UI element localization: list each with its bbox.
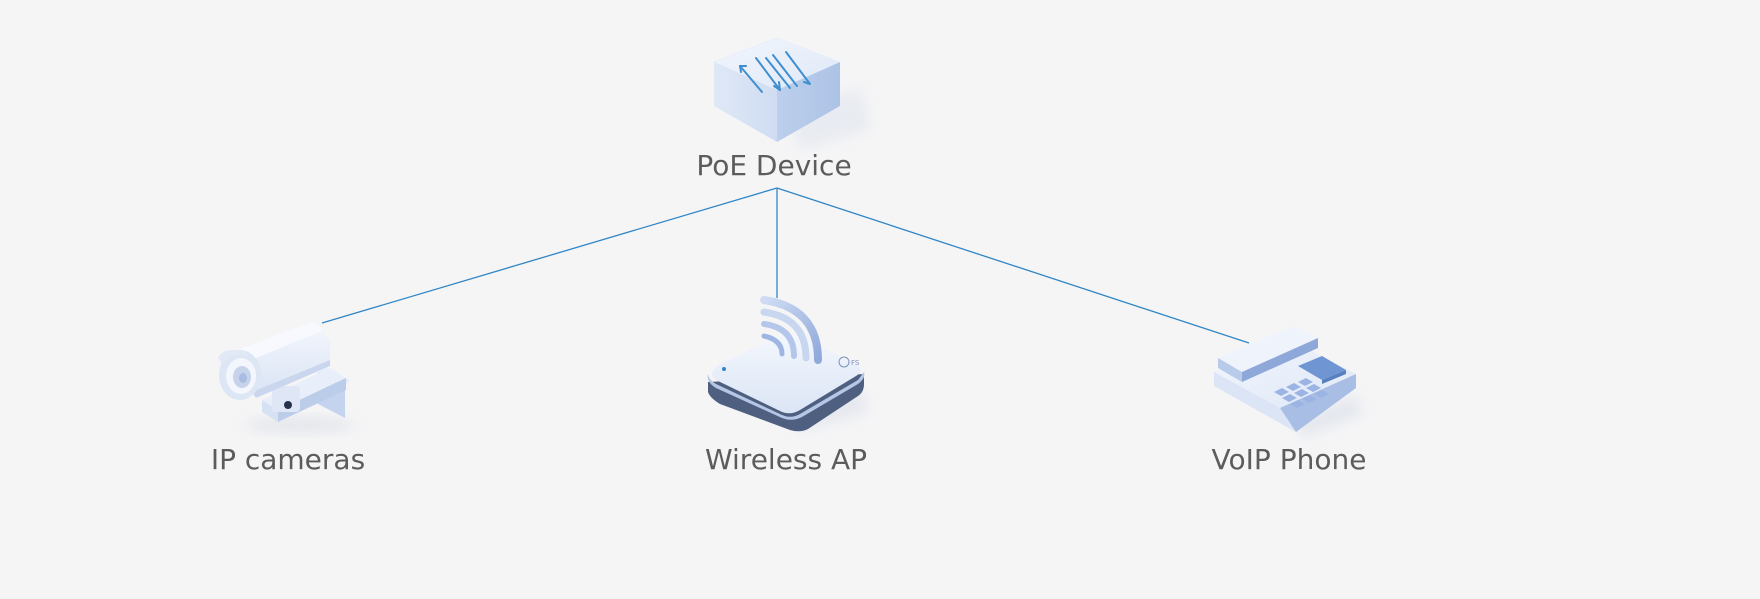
link-to-ip-cameras — [321, 187, 778, 324]
device-label-ip-cameras: IP cameras — [211, 443, 365, 476]
device-label-wireless-ap: Wireless AP — [705, 443, 867, 476]
links — [321, 187, 1250, 344]
wireless-ap-icon: FS — [707, 296, 868, 432]
ap-brand-mark: FS — [851, 359, 860, 367]
link-to-voip-phone — [776, 187, 1250, 344]
poe-switch-icon — [712, 37, 870, 150]
device-label-voip-phone: VoIP Phone — [1212, 443, 1367, 476]
hub-label: PoE Device — [696, 149, 851, 182]
voip-phone-icon — [1214, 326, 1362, 438]
ip-camera-icon — [218, 322, 355, 433]
